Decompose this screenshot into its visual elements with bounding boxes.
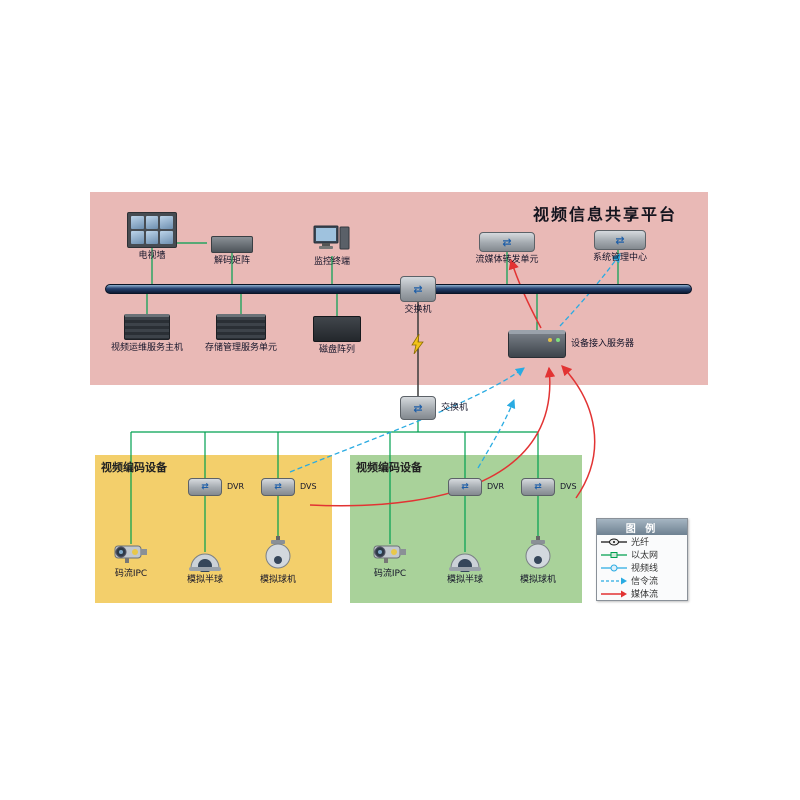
lightning-icon [411,334,424,354]
ethernet-symbol-icon [601,551,627,558]
device-label: 流媒体转发单元 [475,255,539,265]
legend-item-video: 视频线 [597,561,687,574]
device-storage-mgmt-unit: 存储管理服务单元 [203,314,279,353]
switch-icon: ⇄ [400,276,436,302]
device-label: 电视墙 [138,251,166,261]
signaling-symbol-icon [601,577,627,584]
device-label: 模拟半球 [186,575,223,585]
legend-label: 光纤 [631,538,650,548]
device-label: 磁盘阵列 [318,345,355,355]
device-video-ops-host: 视频运维服务主机 [109,314,185,353]
device-label: 交换机 [404,305,432,315]
device-label: 解码矩阵 [213,256,250,266]
decoder-matrix-icon [211,236,253,253]
system-mgmt-center-icon: ⇄ [594,230,646,250]
bullet-camera-icon [114,545,147,563]
device-disk-array: 磁盘阵列 [311,316,363,355]
zone2-ptz: 模拟球机 [520,536,557,585]
zone2-dome: 模拟半球 [445,550,485,585]
zone1-ipc: 码流IPC [106,540,156,579]
zone2-dvs: ⇄ DVS [521,478,577,496]
legend-item-media: 媒体流 [597,587,687,600]
device-label: 视频运维服务主机 [110,343,183,353]
zone1-dome: 模拟半球 [185,550,225,585]
legend-item-ethernet: 以太网 [597,548,687,561]
media-symbol-icon [601,590,627,597]
device-label: 模拟半球 [446,575,483,585]
dome-camera-icon [449,553,481,572]
ptz-camera-icon [525,536,551,569]
zone-1-title: 视频编码设备 [101,461,167,474]
zone1-ptz: 模拟球机 [260,536,297,585]
device-label: 码流IPC [114,569,148,579]
device-tv-wall: 电视墙 [122,212,182,261]
device-label: 模拟球机 [260,575,297,585]
legend-item-signaling: 信令流 [597,574,687,587]
legend-label: 视频线 [631,564,659,574]
device-label: 监控终端 [313,257,350,267]
stream-forward-unit-icon: ⇄ [479,232,535,252]
monitor-terminal-icon [313,225,350,250]
dome-camera-icon [189,553,221,572]
legend-title: 图 例 [597,519,687,535]
diagram-title: 视频信息共享平台 [532,205,677,224]
legend-label: 以太网 [631,551,659,561]
device-label: 系统管理中心 [592,253,647,263]
access-server-icon [508,330,566,358]
device-label: 码流IPC [373,569,407,579]
storage-mgmt-unit-icon [216,314,266,340]
device-label: 设备接入服务器 [571,338,635,349]
dvs-icon: ⇄ [521,478,555,496]
device-decoder-matrix: 解码矩阵 [204,236,260,266]
zone2-ipc: 码流IPC [365,540,415,579]
device-label: DVR [227,482,245,492]
tv-wall-icon [127,212,177,248]
device-switch-upper: ⇄ 交换机 [400,276,436,315]
switch-icon: ⇄ [400,396,436,420]
backbone-bus [105,284,692,294]
device-label: DVS [300,482,317,492]
legend: 图 例 光纤 以太网 视频线 [596,518,688,601]
legend-label: 媒体流 [631,590,659,600]
device-access-server: 设备接入服务器 [508,330,634,358]
video-ops-host-icon [124,314,170,340]
legend-item-fiber: 光纤 [597,535,687,548]
legend-label: 信令流 [631,577,659,587]
device-label: 模拟球机 [520,575,557,585]
zone-2-title: 视频编码设备 [356,461,422,474]
device-label: DVS [560,482,577,492]
device-label: 存储管理服务单元 [204,343,277,353]
device-system-mgmt-center: ⇄ 系统管理中心 [592,230,648,263]
device-switch-lower: ⇄ 交换机 [400,396,468,420]
dvr-icon: ⇄ [448,478,482,496]
bullet-camera-icon [373,545,406,563]
device-label: 交换机 [441,402,469,413]
ptz-camera-icon [265,536,291,569]
video-symbol-icon [601,564,627,571]
disk-array-icon [313,316,361,342]
lightning-node [410,334,424,354]
zone2-dvr: ⇄ DVR [448,478,504,496]
device-stream-forward-unit: ⇄ 流媒体转发单元 [472,232,542,265]
zone1-dvs: ⇄ DVS [261,478,317,496]
dvr-icon: ⇄ [188,478,222,496]
dvs-icon: ⇄ [261,478,295,496]
device-label: DVR [487,482,505,492]
zone1-dvr: ⇄ DVR [188,478,244,496]
device-monitor-terminal: 监控终端 [310,224,354,267]
fiber-symbol-icon [601,538,627,545]
